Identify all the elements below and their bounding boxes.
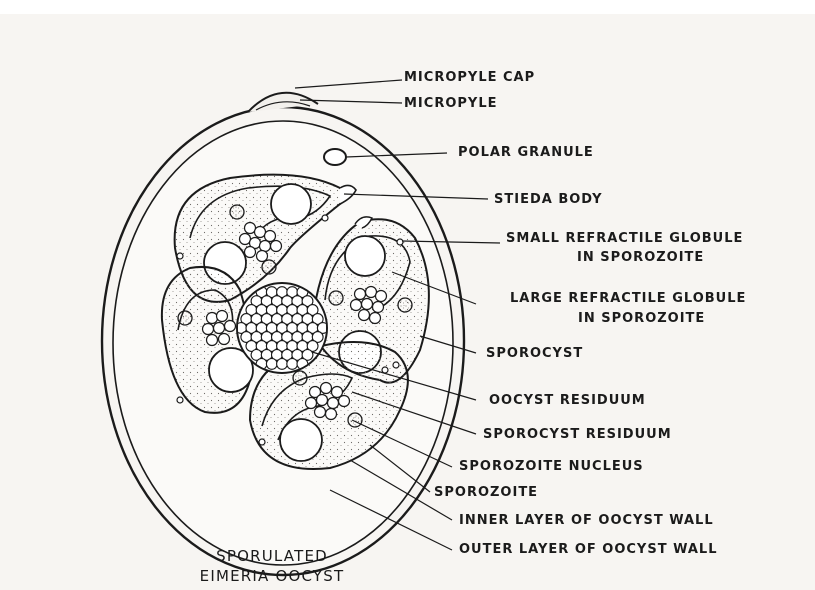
residuum-granule — [287, 359, 298, 370]
label-large-refractile-globule: LARGE REFRACTILE GLOBULE — [510, 291, 746, 307]
label-sporocyst-residuum: SPOROCYST RESIDUUM — [483, 427, 672, 443]
residuum-granule — [277, 359, 288, 370]
label-oocyst-residuum: OOCYST RESIDUUM — [489, 393, 646, 409]
label-small-refractile-globule: SMALL REFRACTILE GLOBULE — [506, 231, 743, 247]
label-sporozoite: SPOROZOITE — [434, 485, 538, 501]
label-polar-granule: POLAR GRANULE — [458, 145, 594, 161]
label-stieda-body: STIEDA BODY — [494, 192, 603, 208]
oocyst-residuum-shape — [236, 283, 328, 373]
label-sporocyst: SPOROCYST — [486, 346, 583, 362]
label-micropyle-cap: MICROPYLE CAP — [404, 70, 535, 86]
label-inner-oocyst-wall: INNER LAYER OF OOCYST WALL — [459, 513, 714, 529]
label-sporozoite-nucleus: SPOROZOITE NUCLEUS — [459, 459, 644, 475]
figure-caption: SPORULATED EIMERIA OOCYST — [162, 546, 382, 586]
label-micropyle: MICROPYLE — [404, 96, 497, 112]
polar-granule-shape — [324, 149, 346, 165]
label-large-refractile-globule-2: IN SPOROZOITE — [578, 311, 705, 327]
label-outer-oocyst-wall: OUTER LAYER OF OOCYST WALL — [459, 542, 717, 558]
label-small-refractile-globule-2: IN SPOROZOITE — [577, 250, 704, 266]
caption-line-1: SPORULATED — [162, 546, 382, 566]
caption-line-2: EIMERIA OOCYST — [162, 566, 382, 586]
residuum-granule — [266, 359, 277, 370]
